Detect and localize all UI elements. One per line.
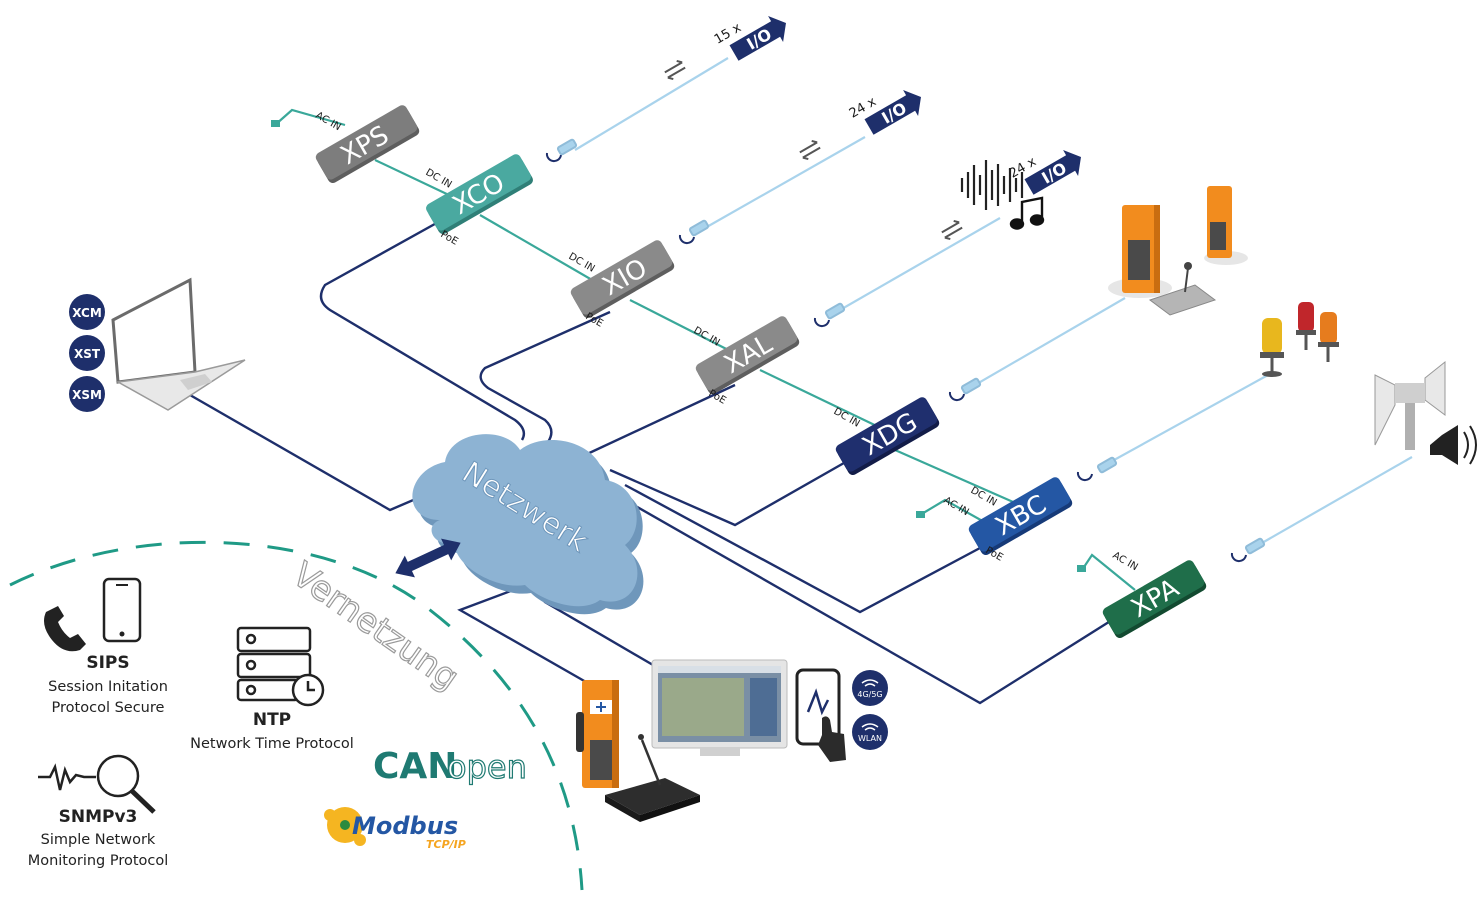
horn-speaker-icon [1374,360,1477,465]
network-arc [9,540,584,891]
arrows-icon-3 [941,219,963,241]
io-badge-2: 24 x I/O [847,90,921,135]
xps-ac-in-label: AC IN [314,110,343,133]
arrows-icon-2 [799,139,821,161]
audio-waveform-icon [960,160,1024,210]
badge-wlan-label: WLAN [858,734,882,743]
network-lines [189,208,1113,705]
badge-xst-label: XST [74,347,101,361]
xio-dc-in-label: DC IN [567,251,597,275]
module-xps[interactable]: XPS [314,103,421,184]
badge-wlan: WLAN [852,714,888,750]
xbc-poe-label: PoE [984,545,1005,564]
laptop-icon [111,277,246,411]
power-plugs [271,120,1086,572]
beacon-lights-icon [1260,302,1339,377]
snmp-sub-1: Simple Network [41,832,156,848]
server-clock-icon [236,626,325,707]
xio-poe-label: PoE [584,311,605,330]
bidirectional-arrows-icons [664,59,963,241]
badge-4g5g-label: 4G/5G [857,690,882,699]
module-xpa[interactable]: XPA [1101,558,1208,639]
io-badge-3: 24 x I/O [1007,150,1081,195]
badge-xcm[interactable]: XCM [69,294,105,330]
canopen-can: CAN [373,746,457,787]
desk-microphone-icon [605,734,700,822]
sips-sub-2: Protocol Secure [52,700,165,716]
module-xio[interactable]: XIO [569,238,676,319]
module-xdg[interactable]: XDG [834,395,941,476]
signal-lines [574,57,1413,548]
sips-title: SIPS [86,653,129,673]
network-cloud[interactable]: Netzwerk [412,434,644,615]
badge-xcm-label: XCM [72,306,102,320]
ntp-title: NTP [253,710,291,730]
badge-xsm[interactable]: XSM [69,376,105,412]
magnifier-signal-icon [38,754,156,814]
modbus-label: Modbus [352,812,458,840]
intercom-stations-icon [1108,186,1248,316]
module-xco[interactable]: XCO [424,152,535,235]
canopen-logo: CAN open [373,746,527,787]
badge-xst[interactable]: XST [69,335,105,371]
xbc-ac-in-label: AC IN [942,495,971,518]
canopen-open: open [447,748,527,786]
ntp-sub: Network Time Protocol [190,736,354,752]
intercom-terminal-icon [576,680,619,788]
music-note-icon [1009,196,1045,230]
snmp-title: SNMPv3 [59,807,138,827]
smartphone-hand-icon [795,668,846,762]
signal-connectors [545,138,1266,563]
arrows-icon-1 [664,59,686,81]
xco-poe-label: PoE [439,229,460,248]
mobile-phone-icon [102,577,142,643]
module-xal[interactable]: XAL [694,314,801,395]
xpa-ac-in-label: AC IN [1111,550,1140,573]
badge-4g5g: 4G/5G [852,670,888,706]
snmp-sub-2: Monitoring Protocol [28,853,169,869]
sips-sub-1: Session Initation [48,679,168,695]
xdg-dc-in-label: DC IN [832,406,862,430]
monitor-icon [651,659,788,756]
xco-dc-in-label: DC IN [424,167,454,191]
modbus-sub: TCP/IP [426,838,466,851]
modbus-logo: Modbus TCP/IP [324,807,466,851]
double-arrow-icon [395,538,461,578]
phone-handset-icon [44,606,86,652]
xal-dc-in-label: DC IN [692,325,722,349]
badge-xsm-label: XSM [72,388,102,402]
